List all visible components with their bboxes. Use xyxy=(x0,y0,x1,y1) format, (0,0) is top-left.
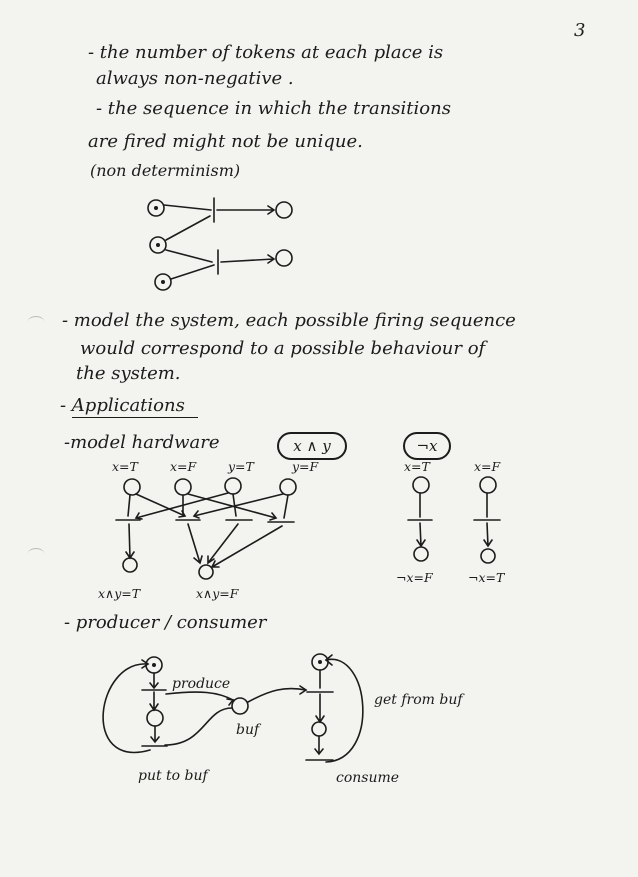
arc-arrow xyxy=(210,525,283,568)
arc-arrow xyxy=(149,672,159,690)
token-dot xyxy=(152,663,156,667)
arc xyxy=(283,494,289,519)
place-circle xyxy=(149,236,167,254)
place-circle xyxy=(147,199,165,217)
arc-head xyxy=(299,685,308,695)
transition-label: get from buf xyxy=(374,692,463,708)
token-dot xyxy=(161,280,165,284)
arc xyxy=(170,264,215,280)
binder-hole-mark xyxy=(28,316,44,327)
section-heading: - Applications xyxy=(60,395,185,416)
token-dot xyxy=(156,243,160,247)
input-label: x=T xyxy=(404,459,430,474)
arc-arrow xyxy=(149,691,159,712)
arc-arrow xyxy=(220,254,276,264)
note-line: - the sequence in which the transitions xyxy=(96,98,451,119)
place-circle xyxy=(311,721,327,737)
arc xyxy=(164,707,233,746)
and-label-bubble: x ∧ y xyxy=(277,432,347,460)
place-label: buf xyxy=(236,722,260,738)
arc xyxy=(247,687,307,703)
transition-label: put to buf xyxy=(138,768,208,784)
place-circle xyxy=(480,548,496,564)
arc-arrow xyxy=(134,492,229,520)
place-circle xyxy=(198,564,214,580)
arc xyxy=(165,215,211,241)
arc xyxy=(232,493,237,517)
place-circle xyxy=(154,273,172,291)
arc-arrow xyxy=(416,522,426,548)
place-circle xyxy=(275,249,293,267)
buf-place xyxy=(231,697,249,715)
arc-head xyxy=(324,654,333,666)
page-number: 3 xyxy=(574,20,586,41)
transition-label: produce xyxy=(172,676,231,692)
arc-arrow xyxy=(150,725,160,744)
arc xyxy=(165,691,234,701)
token-dot xyxy=(318,660,322,664)
place-circle xyxy=(123,478,141,496)
input-label: x=F xyxy=(474,459,501,474)
note-line: would correspond to a possible behaviour… xyxy=(80,338,486,359)
arc-arrow xyxy=(187,523,203,565)
arc-head xyxy=(141,659,150,669)
arc-arrow xyxy=(483,522,493,548)
input-label: y=T xyxy=(228,459,254,474)
note-line: are fired might not be unique. xyxy=(88,131,363,152)
not-label-bubble: ¬x xyxy=(403,432,451,460)
place-circle xyxy=(122,557,138,573)
input-label: x=F xyxy=(170,459,197,474)
arc xyxy=(163,204,212,211)
place-circle xyxy=(275,201,293,219)
note-line: (non determinism) xyxy=(90,161,241,180)
loop-arc xyxy=(325,658,364,763)
place-circle xyxy=(412,476,430,494)
loop-arc xyxy=(102,663,151,754)
arc-arrow xyxy=(192,493,284,519)
note-line: - the number of tokens at each place is xyxy=(88,42,444,63)
arc-arrow xyxy=(314,735,324,756)
note-line: - model the system, each possible firing… xyxy=(62,310,516,331)
input-label: y=F xyxy=(292,459,319,474)
output-label: x∧y=F xyxy=(196,586,239,601)
arc-arrow xyxy=(207,523,239,565)
binder-hole-mark xyxy=(28,548,44,559)
place-circle xyxy=(146,709,164,727)
arc-arrow xyxy=(216,205,276,215)
output-label: x∧y=T xyxy=(98,586,141,601)
note-line: - producer / consumer xyxy=(64,612,267,633)
note-line: -model hardware xyxy=(64,432,220,453)
input-label: x=T xyxy=(112,459,138,474)
place-circle xyxy=(413,546,429,562)
place-circle xyxy=(479,476,497,494)
output-label: ¬x=T xyxy=(468,570,505,585)
output-label: ¬x=F xyxy=(396,570,433,585)
heading-underline xyxy=(72,417,198,418)
arc xyxy=(165,249,213,263)
note-line: the system. xyxy=(76,363,181,384)
token-dot xyxy=(154,206,158,210)
arc xyxy=(127,494,131,517)
transition-label: consume xyxy=(336,770,400,786)
arc-arrow xyxy=(315,693,325,724)
arc-head xyxy=(226,698,235,706)
note-line: always non-negative . xyxy=(96,68,294,89)
